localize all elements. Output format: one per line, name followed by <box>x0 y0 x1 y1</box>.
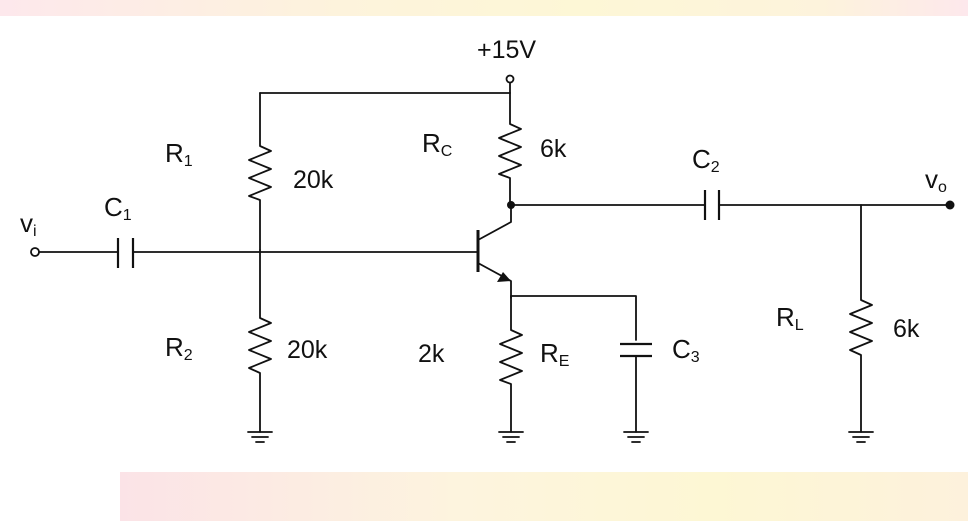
c3-label: C3 <box>672 334 700 366</box>
ground-icon <box>848 431 874 443</box>
resistor-rl <box>849 204 873 433</box>
rc-label: RC <box>422 128 452 160</box>
r2-value: 20k <box>287 336 328 364</box>
ground-icon <box>498 431 524 443</box>
emitter-bypass-wire <box>510 295 637 341</box>
ground-icon <box>247 431 273 443</box>
rl-label: RL <box>776 302 804 334</box>
output-terminal <box>945 200 955 210</box>
capacitor-c1 <box>116 238 135 268</box>
rc-value: 6k <box>540 135 567 163</box>
input-label: vi <box>20 208 37 240</box>
resistor-rc <box>498 92 522 206</box>
watermark-band-top <box>0 0 968 16</box>
capacitor-c2 <box>703 190 721 220</box>
supply-label: +15V <box>477 36 536 64</box>
supply-terminal <box>505 74 515 94</box>
watermark-band-bottom <box>120 472 968 521</box>
ground-icon <box>623 431 649 443</box>
output-label: vo <box>925 164 947 196</box>
re-label: RE <box>540 338 569 370</box>
capacitor-c3 <box>620 342 652 433</box>
r2-label: R2 <box>165 332 193 364</box>
rl-value: 6k <box>893 315 920 343</box>
r1-value: 20k <box>293 166 334 194</box>
input-terminal <box>30 247 40 257</box>
re-value: 2k <box>418 340 445 368</box>
resistor-re <box>499 295 523 433</box>
resistor-r2 <box>248 249 272 433</box>
transistor-npn <box>476 204 512 299</box>
resistor-r1 <box>248 92 272 251</box>
c2-label: C2 <box>692 144 720 176</box>
c1-label: C1 <box>104 192 132 224</box>
r1-label: R1 <box>165 138 193 170</box>
